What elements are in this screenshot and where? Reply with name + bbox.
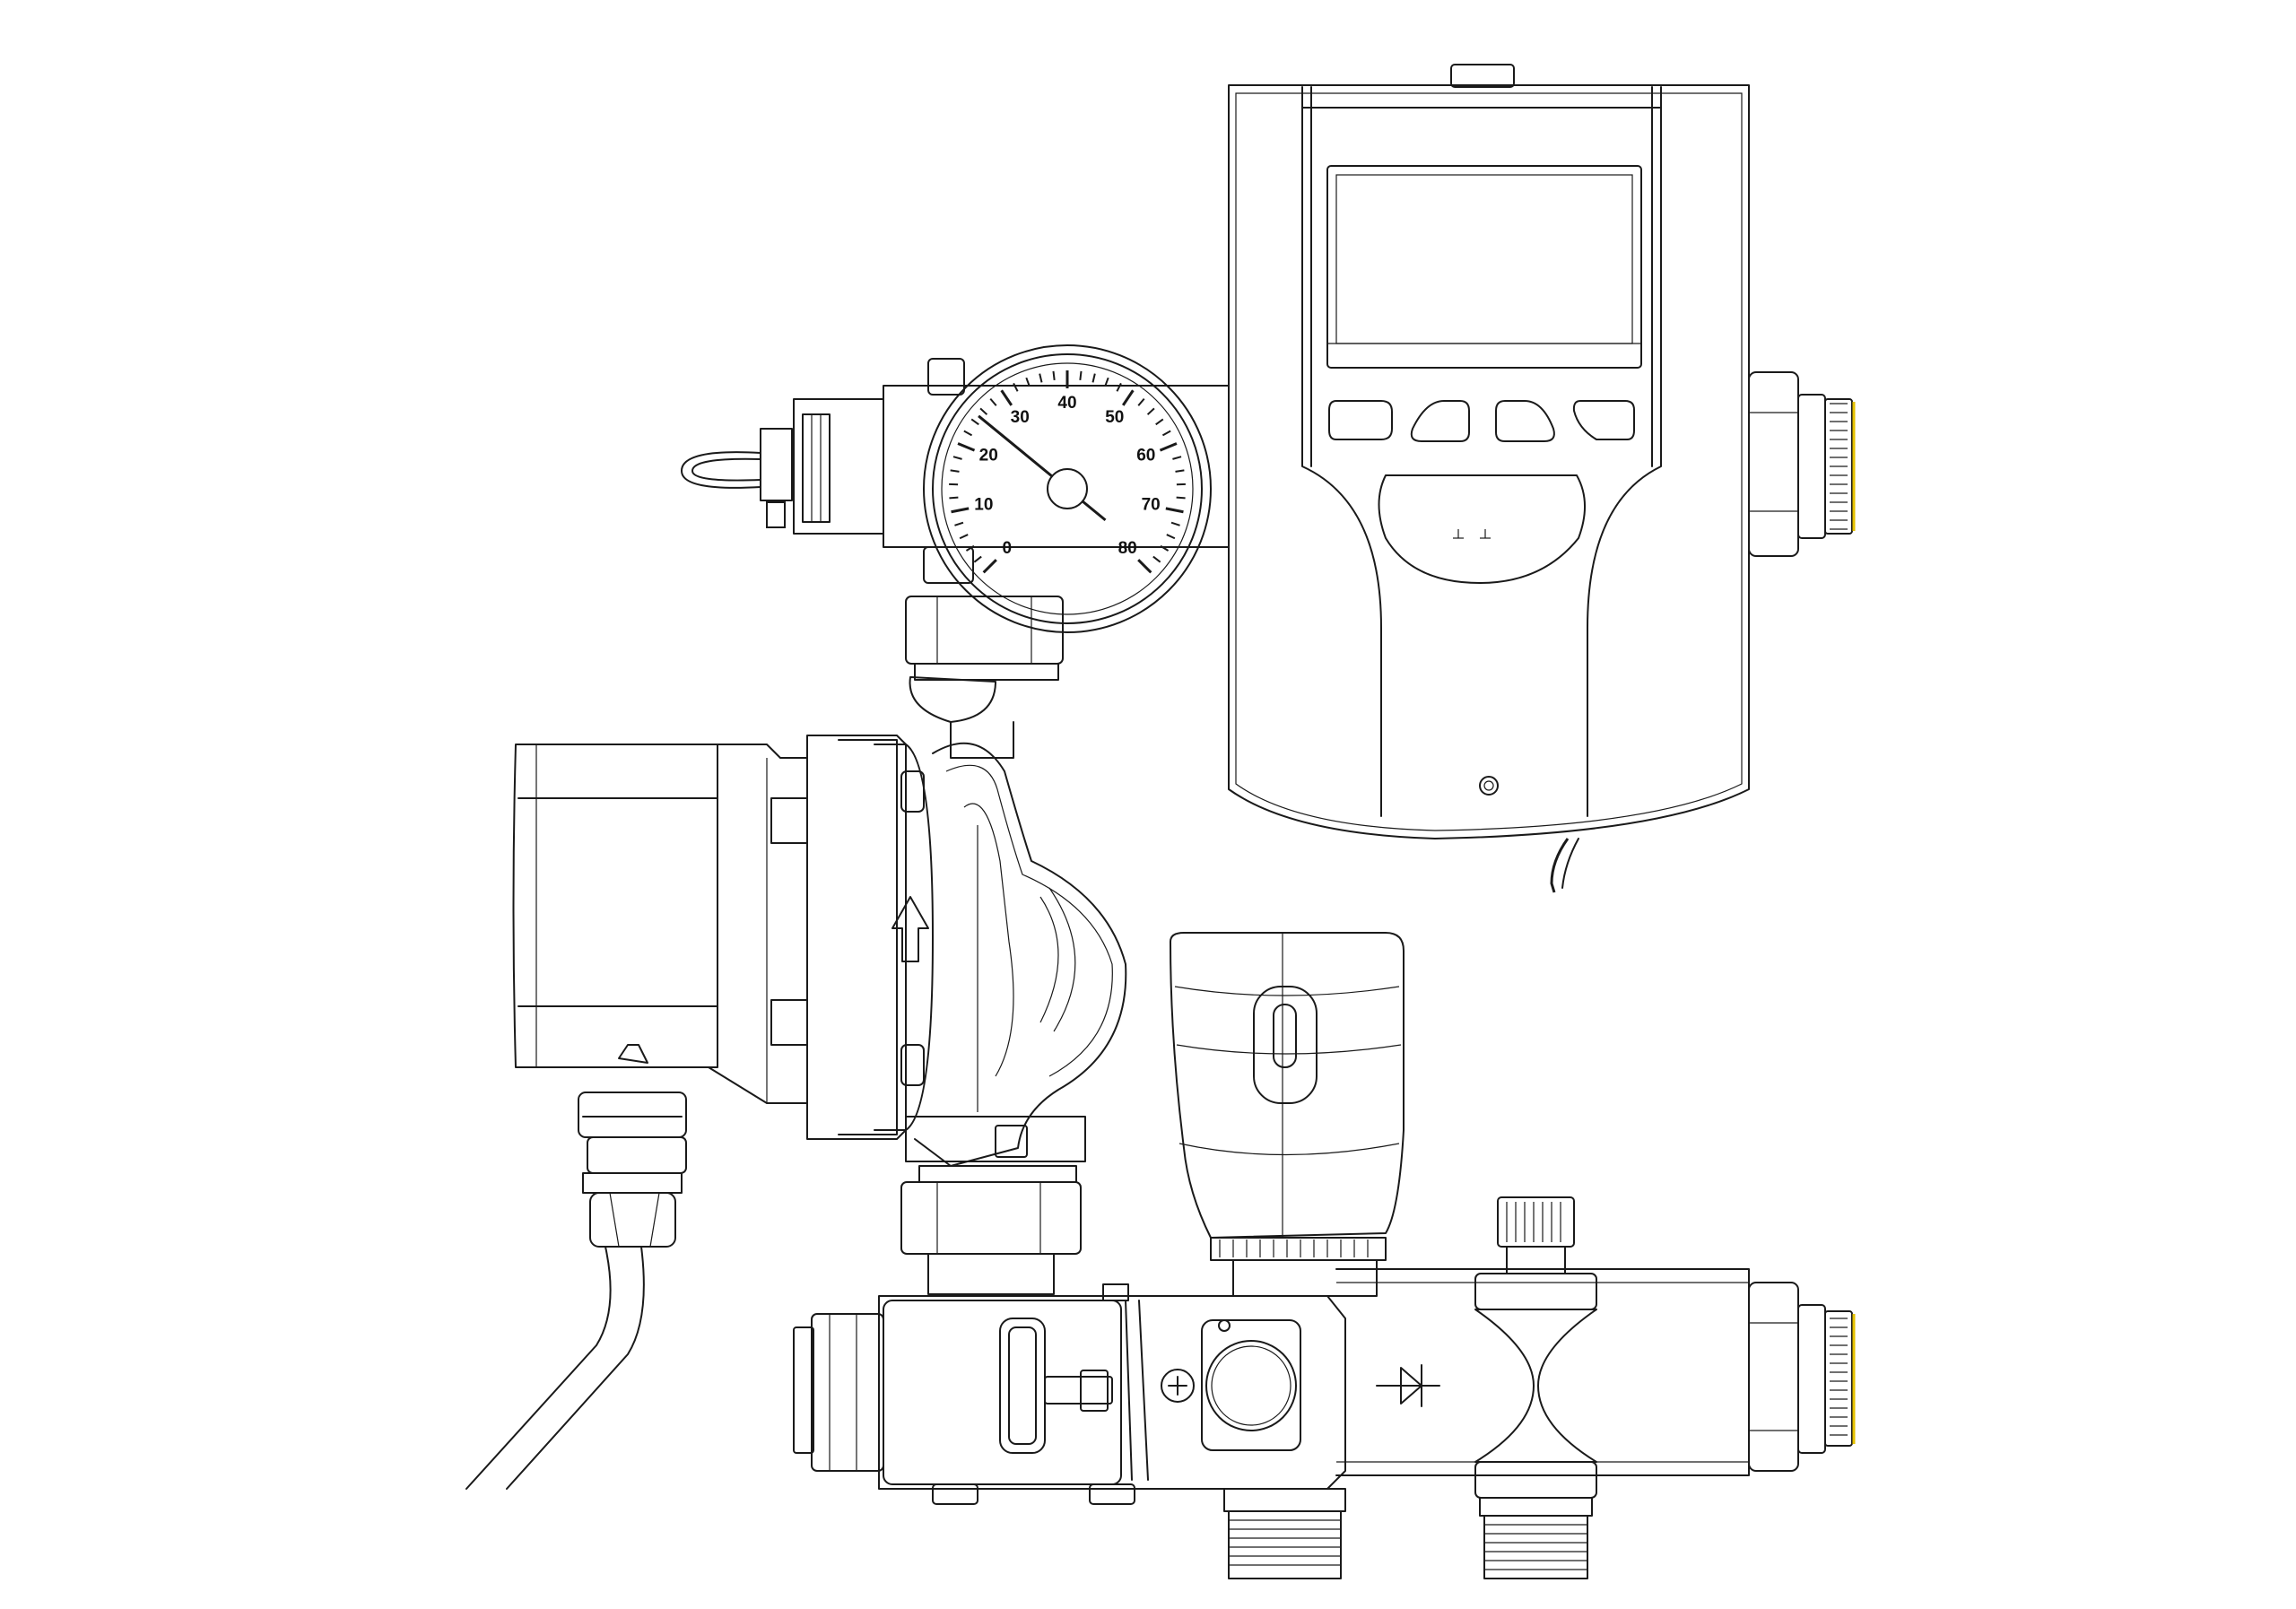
dial-tick xyxy=(1025,377,1031,387)
needle-hub xyxy=(1047,468,1088,509)
dial-tick xyxy=(1160,544,1170,552)
dial-tick xyxy=(965,544,975,552)
dial-label: 70 xyxy=(1142,496,1161,515)
sensor-cable xyxy=(1550,838,1570,893)
dial-tick xyxy=(979,407,988,415)
dial-tick xyxy=(959,534,969,540)
dial-tick xyxy=(1039,373,1043,383)
screw-hole xyxy=(1479,776,1499,796)
menu-button-4[interactable] xyxy=(1572,400,1635,440)
controller-window xyxy=(1378,474,1587,584)
dial-label: 50 xyxy=(1105,408,1124,427)
dial-tick xyxy=(989,397,997,406)
controller-unit xyxy=(1228,64,1856,893)
dial-label: 40 xyxy=(1057,394,1076,413)
dial-tick xyxy=(1137,397,1145,406)
menu-button-2[interactable] xyxy=(1410,400,1470,442)
phillips-screw-icon xyxy=(1161,1369,1195,1403)
dial-tick xyxy=(954,521,964,526)
dial-tick xyxy=(1161,430,1171,437)
dial-label: 10 xyxy=(974,496,993,515)
dial-tick xyxy=(1155,418,1164,426)
right-upper-fitting xyxy=(1748,371,1856,557)
dial-tick xyxy=(949,496,959,500)
dial-tick xyxy=(1013,382,1019,392)
upper-pipe xyxy=(681,358,1230,584)
dial-tick xyxy=(963,430,973,437)
dial-tick xyxy=(952,456,962,460)
sight-glass xyxy=(1205,1340,1297,1431)
dial-tick xyxy=(957,442,976,452)
pump-power-cable xyxy=(465,1246,612,1490)
dial-tick xyxy=(1121,389,1135,406)
dial-tick xyxy=(1116,382,1122,392)
dial-tick xyxy=(973,555,982,563)
dial-tick xyxy=(1000,389,1013,406)
check-valve-symbol-icon xyxy=(1376,1364,1440,1407)
vent-wire-loop xyxy=(681,451,761,489)
dial-tick xyxy=(1079,370,1083,380)
dial-tick xyxy=(982,559,997,574)
menu-button-1[interactable] xyxy=(1328,400,1393,440)
dial-label: 30 xyxy=(1011,408,1030,427)
dial-tick xyxy=(951,507,970,514)
dial-tick xyxy=(970,418,979,426)
motorized-valve-actuator xyxy=(1170,932,1405,1297)
dial-tick xyxy=(950,469,960,473)
thermometer-gauge-icon: 0 10 20 30 40 50 60 70 80 xyxy=(923,344,1212,633)
dial-label: 20 xyxy=(979,447,998,465)
dial-tick xyxy=(1137,559,1152,574)
dial-tick xyxy=(1175,469,1185,473)
dial-label: 0 xyxy=(1003,539,1013,558)
dial-tick xyxy=(1159,442,1178,452)
right-lower-fitting xyxy=(1748,1282,1856,1472)
dial-tick xyxy=(1166,534,1176,540)
circulation-pump xyxy=(465,676,1127,1490)
lower-manifold xyxy=(793,1196,1856,1579)
dial-tick xyxy=(1170,521,1180,526)
manual-override-knob[interactable] xyxy=(1253,986,1318,1104)
dial-tick xyxy=(1176,496,1186,500)
flow-arrow-icon xyxy=(891,896,929,962)
outlet-thread-right xyxy=(1479,1497,1593,1579)
display-screen xyxy=(1326,165,1642,369)
dial-tick xyxy=(1146,407,1155,415)
outlet-thread-left xyxy=(1223,1488,1346,1579)
dial-tick xyxy=(1165,507,1184,514)
dial-tick xyxy=(1152,555,1161,563)
dial-tick xyxy=(1052,370,1056,380)
ball-valve xyxy=(1474,1196,1597,1499)
dial-tick xyxy=(1104,377,1109,387)
dial-tick xyxy=(1172,456,1182,460)
menu-button-3[interactable] xyxy=(1495,400,1555,442)
dial-tick xyxy=(1091,373,1096,383)
upper-union-nut xyxy=(905,596,1064,681)
dial-label: 80 xyxy=(1118,539,1137,558)
dial-label: 60 xyxy=(1136,447,1155,465)
lower-union-nut xyxy=(900,1165,1082,1295)
